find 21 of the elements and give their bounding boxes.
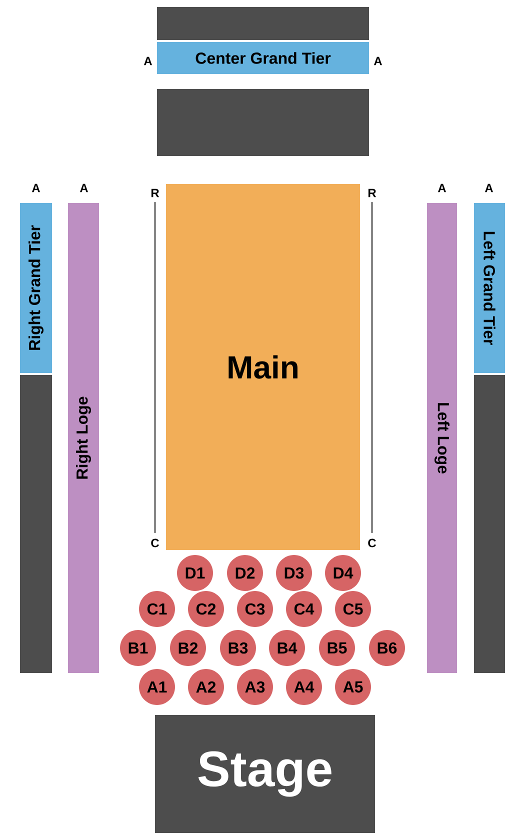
seating-section: Right Loge: [68, 203, 99, 673]
row-label: A: [484, 184, 494, 192]
section-block: [157, 7, 369, 40]
seating-section: Center Grand Tier: [157, 42, 369, 74]
row-label: R: [151, 188, 160, 198]
section-block: [157, 89, 369, 156]
row-label: C: [151, 538, 159, 548]
row-label: A: [144, 56, 152, 66]
row-label: R: [368, 188, 376, 198]
row-label: A: [374, 56, 382, 66]
row-label: C: [368, 538, 376, 548]
row-label: A: [80, 184, 88, 192]
seating-section: Main: [166, 184, 360, 550]
row-label: A: [32, 184, 40, 192]
stage: Stage: [155, 715, 375, 833]
section-block: [20, 375, 52, 673]
seating-section: Left Loge: [427, 203, 457, 673]
seating-section: Left Grand Tier: [474, 203, 505, 373]
seating-section: Right Grand Tier: [20, 203, 52, 373]
row-label: A: [438, 184, 446, 192]
section-block: [474, 375, 505, 673]
